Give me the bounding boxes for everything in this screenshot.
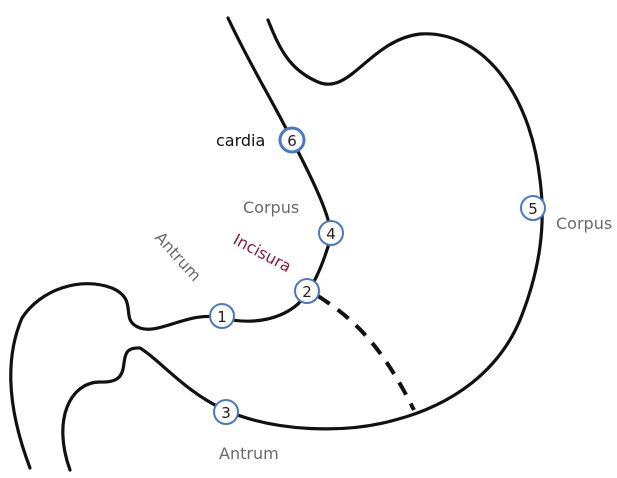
marker-3: 3 [214, 400, 238, 424]
marker-1-label: 1 [217, 308, 227, 326]
corpus-inner-label: Corpus [243, 198, 299, 217]
antrum-lower-label: Antrum [219, 444, 279, 463]
cardia-label: cardia [216, 131, 265, 150]
marker-4-label: 4 [326, 225, 336, 243]
corpus-outer-label: Corpus [556, 214, 612, 233]
marker-2: 2 [295, 279, 319, 303]
antrum-upper-label: Antrum [151, 228, 205, 285]
marker-6: 6 [280, 128, 304, 152]
incisura-label: Incisura [230, 230, 295, 276]
marker-2-label: 2 [302, 283, 312, 301]
marker-5: 5 [521, 196, 545, 220]
marker-5-label: 5 [528, 200, 538, 218]
greater-curvature-outline [63, 20, 542, 470]
antrum-corpus-boundary-dashed-line [318, 296, 414, 410]
marker-3-label: 3 [221, 404, 231, 422]
marker-6-label: 6 [287, 132, 297, 150]
marker-4: 4 [319, 221, 343, 245]
marker-1: 1 [210, 304, 234, 328]
